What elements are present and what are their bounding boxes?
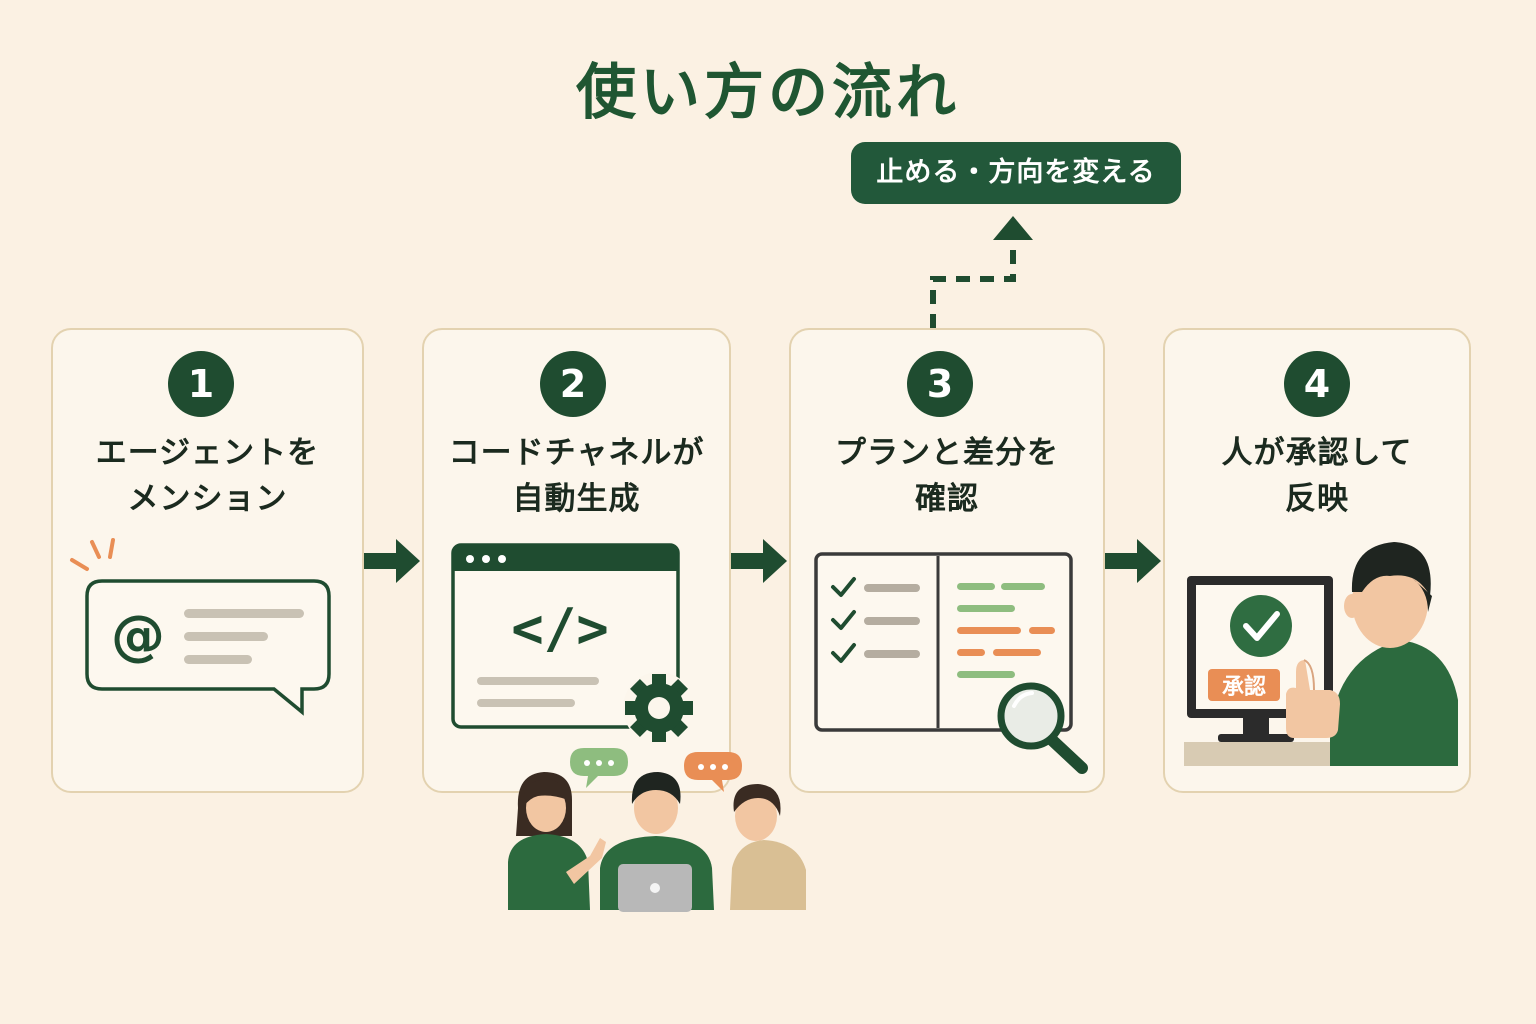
chat-bubble-icon [570,748,628,788]
checkmark-icon [831,577,856,597]
mention-bubble-illustration: @ [70,538,331,716]
step-label-1: エージェントを メンション [95,435,320,517]
gear-icon [623,672,695,744]
flow-arrow-3-4 [1105,539,1161,583]
approval-illustration: 承認 [1184,542,1458,766]
check-circle-icon [1230,595,1292,657]
person-center [600,772,714,912]
code-window-illustration: </> [451,543,695,744]
plan-diff-illustration [814,552,1088,774]
at-sign-icon: @ [111,604,165,667]
person-woman [508,772,606,910]
checkmark-icon [831,610,856,630]
step-number-3: 3 [907,351,973,417]
approve-badge: 承認 [1222,674,1266,700]
step-label-3: プランと差分を 確認 [835,435,1059,517]
diagram-title: 使い方の流れ [576,58,960,128]
step-number-2: 2 [540,351,606,417]
code-brackets-icon: </> [511,597,609,660]
flow-arrow-1-2 [364,539,420,583]
dashed-branch-arrow [930,216,1033,328]
magnifier-icon [997,682,1088,774]
flow-arrow-2-3 [731,539,787,583]
step-label-4: 人が承認して 反映 [1221,435,1413,517]
step-number-1: 1 [168,351,234,417]
step-label-2: コードチャネルが 自動生成 [448,435,705,517]
stop-redirect-label: 止める・方向を変える [851,142,1181,204]
person-right [730,784,806,910]
team-illustration [508,748,806,912]
checkmark-icon [831,643,856,663]
step-card-1: 1 エージェントを メンション [51,328,364,793]
person-approver [1286,542,1458,766]
step-number-4: 4 [1284,351,1350,417]
chat-bubble-icon [684,752,742,792]
